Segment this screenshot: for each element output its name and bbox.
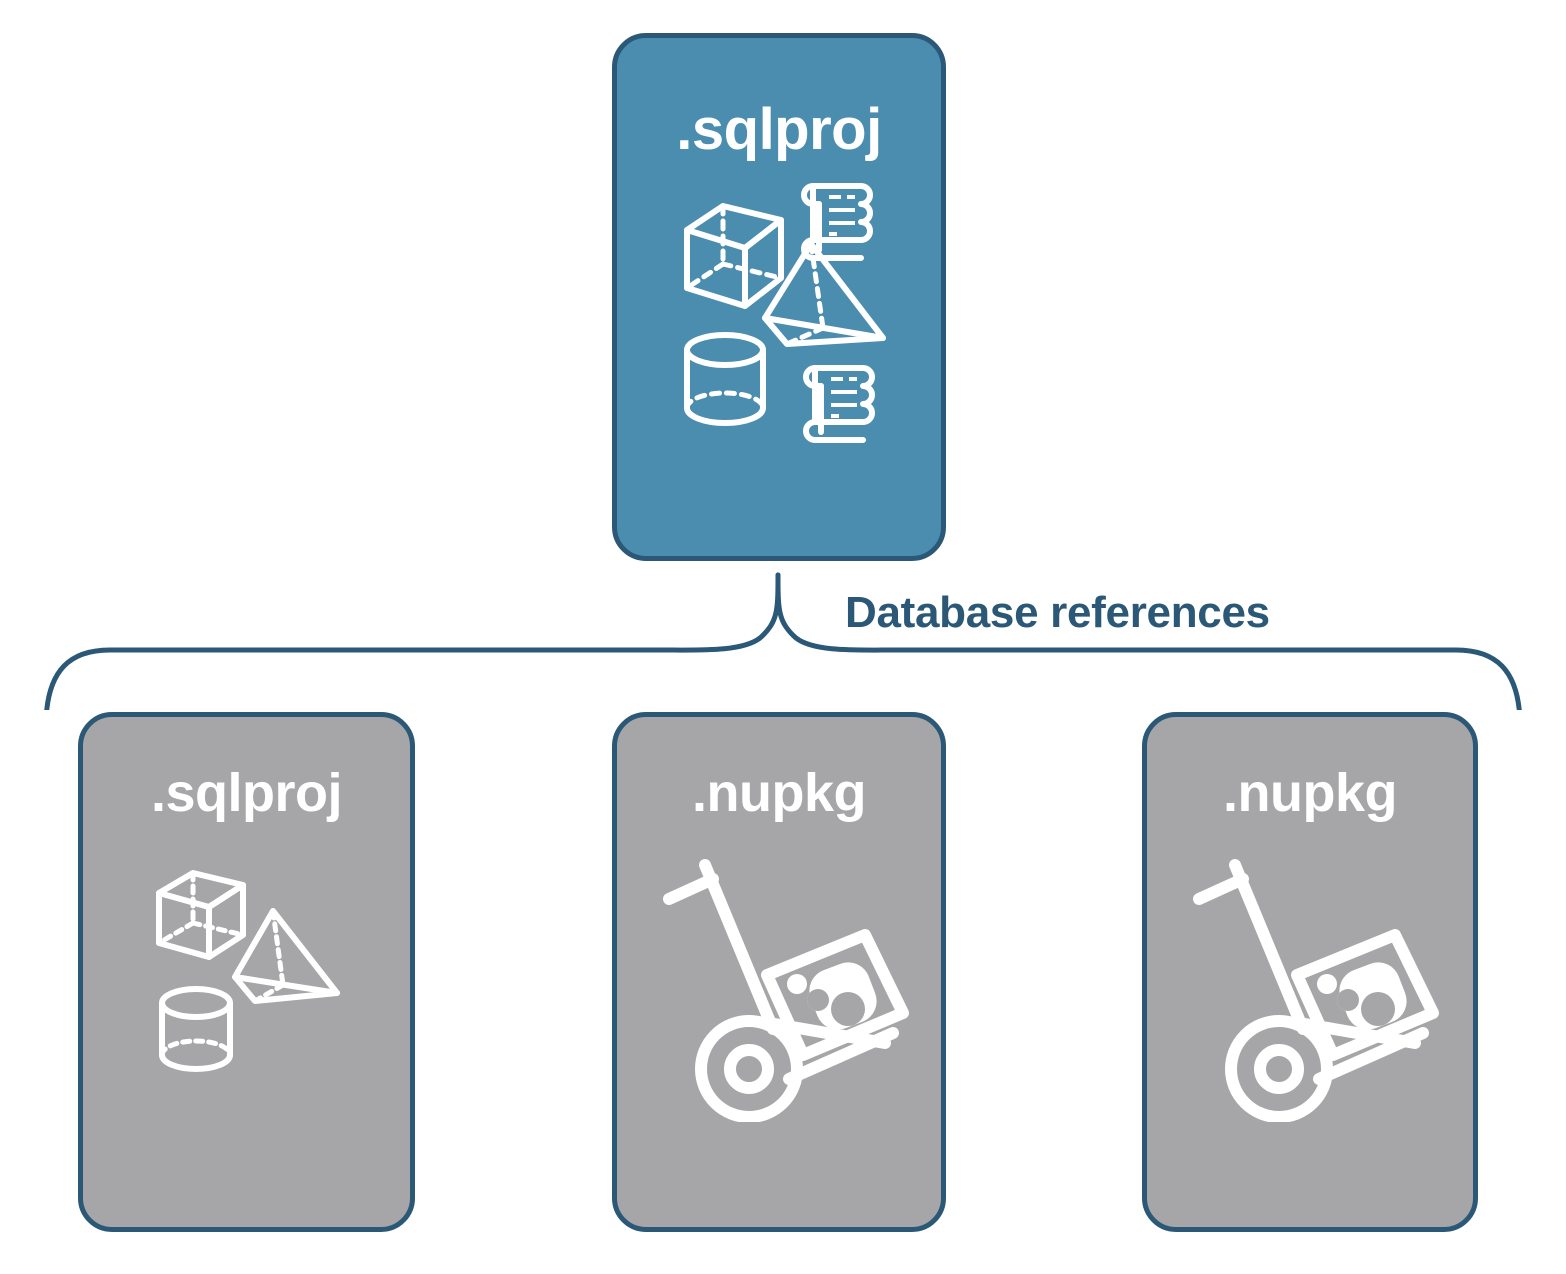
brace-label-database-references: Database references [845,588,1270,637]
pyramid-icon [232,908,340,1004]
scroll-icon [803,365,875,443]
child-card-title-nupkg-2: .nupkg [1223,763,1397,823]
cylinder-icon [684,332,766,426]
child-card-nupkg-2[interactable]: .nupkg [1142,712,1478,1232]
nuget-package-dolly-icon [663,859,909,1122]
child-card-nupkg-1[interactable]: .nupkg [612,712,946,1232]
nuget-package-dolly-icon [1193,859,1439,1122]
parent-card-title: .sqlproj [676,97,882,162]
database-references-brace [44,572,1522,710]
child-card-title-nupkg-1: .nupkg [692,763,866,823]
child-card-sqlproj[interactable]: .sqlproj [78,712,415,1232]
cube-icon [156,870,246,960]
nuget-logo-cutouts [1337,989,1395,1026]
child-card-icon-group-shapes [156,870,340,1072]
cube-icon [684,203,784,309]
nuget-logo-cutouts [807,989,865,1026]
pyramid-icon [762,241,886,347]
cylinder-icon [159,986,233,1072]
child-card-title-sqlproj: .sqlproj [150,763,343,823]
parent-card-sqlproj[interactable]: .sqlproj [612,33,946,561]
parent-card-icon-group [684,183,886,443]
